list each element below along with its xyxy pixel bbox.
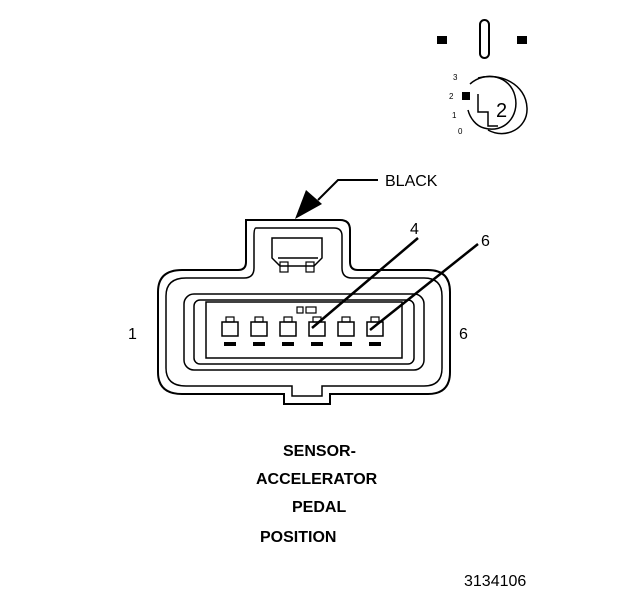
key-marker-left xyxy=(437,36,447,44)
pin-cavity-slot xyxy=(340,342,352,346)
key-position-marker xyxy=(462,92,470,100)
pin-cavity-tab xyxy=(341,316,351,323)
key-dial-inner xyxy=(467,75,517,130)
pin-cavity-3 xyxy=(279,316,297,346)
keying-mark-2 xyxy=(305,306,317,314)
key-icon: 3 2 1 0 2 xyxy=(437,19,528,136)
pin-cavity-slot xyxy=(224,342,236,346)
color-leader-line xyxy=(317,179,378,201)
component-title: SENSOR- ACCELERATOR PEDAL POSITION xyxy=(256,443,378,546)
pin-label-last: 6 xyxy=(459,326,468,343)
latch-post-left xyxy=(279,261,289,273)
pin-cavity-tab xyxy=(254,316,264,323)
title-line-4: POSITION xyxy=(260,529,336,546)
key-scale-3: 3 xyxy=(453,73,458,82)
pin-cavity-4 xyxy=(308,316,326,346)
key-scale-2: 2 xyxy=(449,92,454,101)
key-scale-0: 0 xyxy=(458,127,463,136)
color-arrowhead-icon xyxy=(295,190,322,219)
pin-cavity-slot xyxy=(369,342,381,346)
title-line-3: PEDAL xyxy=(292,499,346,516)
key-marker-right xyxy=(517,36,527,44)
pin-cavity-5 xyxy=(337,316,355,346)
connector-housing xyxy=(157,219,451,405)
pin-cavity-6 xyxy=(366,316,384,346)
pin-cavity-tab xyxy=(283,316,293,323)
title-line-1: SENSOR- xyxy=(283,443,356,460)
title-line-2: ACCELERATOR xyxy=(256,471,378,488)
key-notch-icon xyxy=(477,94,498,127)
key-slot-icon xyxy=(479,19,490,59)
pin-callout-4: 4 xyxy=(410,221,419,238)
pin-cavity-tab xyxy=(225,316,235,323)
pin-cavity-body xyxy=(337,321,355,337)
housing-inner xyxy=(165,227,443,397)
key-value: 2 xyxy=(496,100,507,122)
pin-cavity-body xyxy=(250,321,268,337)
keying-mark xyxy=(296,306,304,314)
pin-cavity-slot xyxy=(282,342,294,346)
pin-callout-6: 6 xyxy=(481,233,490,250)
latch-post-right xyxy=(305,261,315,273)
housing-outer xyxy=(157,219,451,405)
pin-cavity-1 xyxy=(221,316,239,346)
mating-face-outer xyxy=(183,293,425,371)
key-scale-1: 1 xyxy=(452,111,457,120)
color-callout: BLACK xyxy=(295,173,438,219)
figure-id: 3134106 xyxy=(464,573,526,590)
pin-cavity-slot xyxy=(311,342,323,346)
pin4-leader-line xyxy=(311,237,419,329)
connector-color-label: BLACK xyxy=(385,173,438,190)
pin6-leader-line xyxy=(369,243,479,331)
pin-cavity-body xyxy=(221,321,239,337)
pin-label-first: 1 xyxy=(128,326,137,343)
pin-cavity-slot xyxy=(253,342,265,346)
pin-cavity-tab xyxy=(370,316,380,323)
cavity-panel xyxy=(205,301,403,359)
mating-face-inner xyxy=(193,299,415,365)
pin-cavity-body xyxy=(279,321,297,337)
pin-cavity-2 xyxy=(250,316,268,346)
pin-cavities xyxy=(221,316,384,346)
